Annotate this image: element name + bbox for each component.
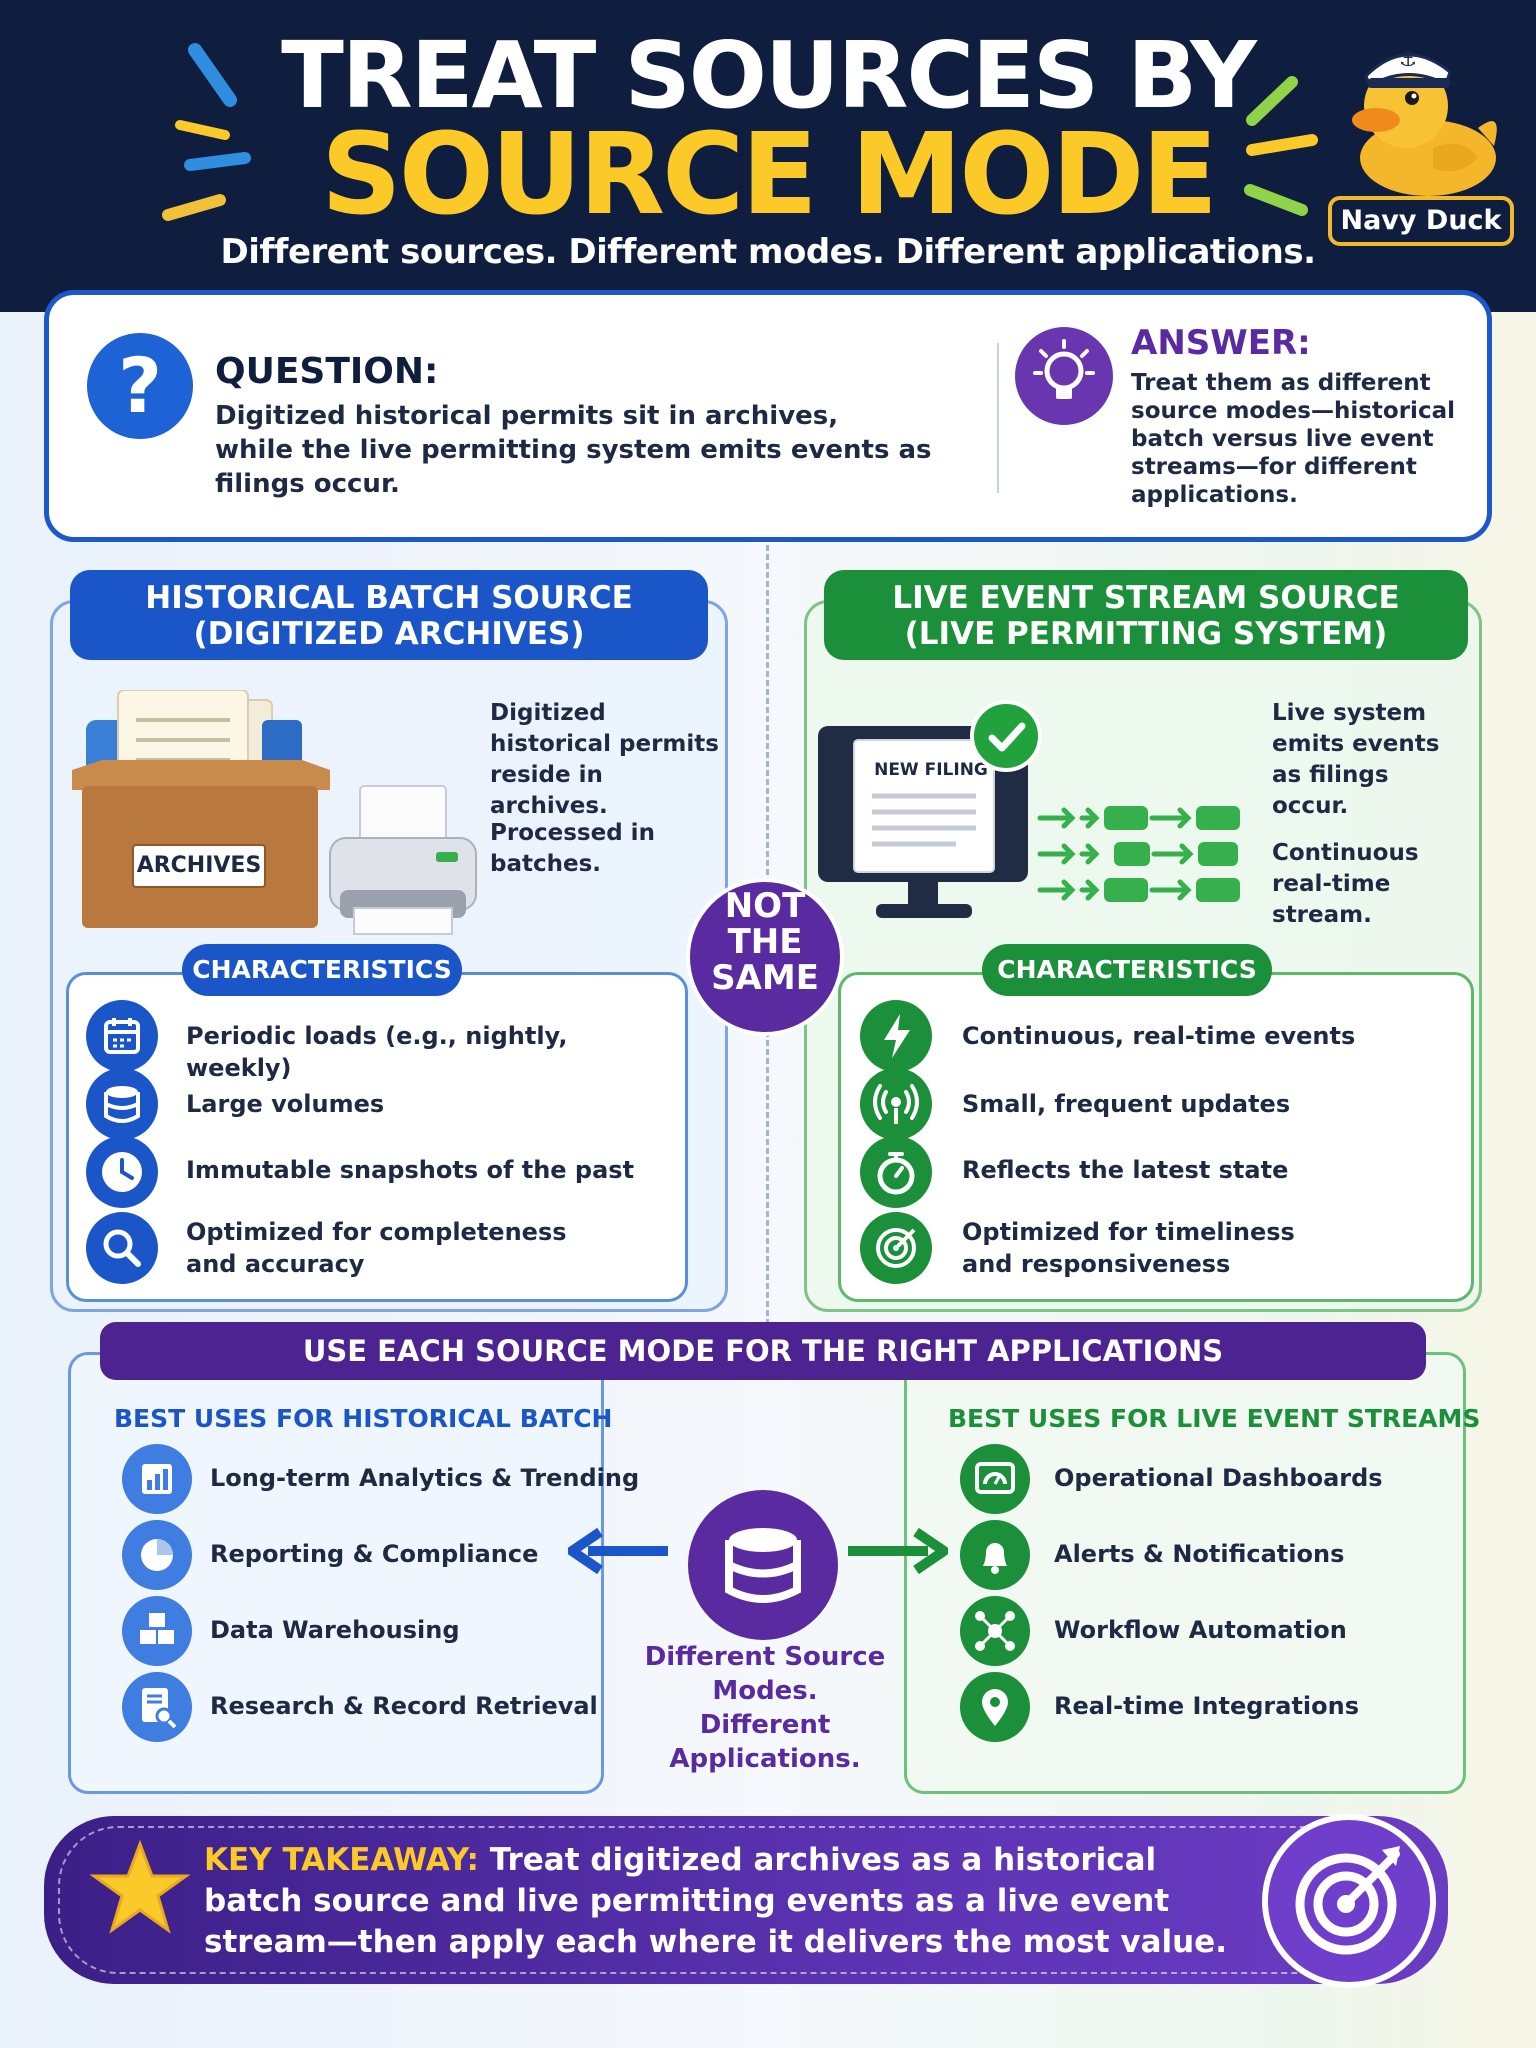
historical-use-3: Data Warehousing xyxy=(210,1616,460,1644)
center-caption-line-2: Modes. xyxy=(712,1676,818,1706)
pie-chart-icon xyxy=(122,1520,192,1590)
historical-desc-2: Processed in batches. xyxy=(490,820,655,877)
live-characteristic-3: Reflects the latest state xyxy=(962,1156,1289,1184)
star-icon xyxy=(90,1839,190,1934)
historical-source-header: HISTORICAL BATCH SOURCE (DIGITIZED ARCHI… xyxy=(70,570,708,660)
broadcast-icon xyxy=(860,1068,932,1140)
live-characteristic-2: Small, frequent updates xyxy=(962,1090,1291,1118)
monitor-icon xyxy=(818,726,1028,918)
live-uses-heading: BEST USES FOR LIVE EVENT STREAMS xyxy=(948,1404,1481,1433)
center-database-icon xyxy=(688,1490,838,1640)
title-line-1: TREAT SOURCES BY xyxy=(281,22,1257,129)
question-line-2: while the live permitting system emits e… xyxy=(215,435,932,499)
document-search-icon xyxy=(122,1672,192,1742)
question-answer-panel: ? QUESTION: Digitized historical permits… xyxy=(44,290,1492,542)
calendar-icon xyxy=(86,1000,158,1072)
live-header-line-2: (LIVE PERMITTING SYSTEM) xyxy=(904,616,1388,652)
live-characteristic-4: Optimized for timeliness and responsiven… xyxy=(962,1218,1295,1278)
archive-box-icon xyxy=(72,690,330,928)
live-use-1: Operational Dashboards xyxy=(1054,1464,1383,1492)
burst-lines-left-icon xyxy=(162,43,251,221)
question-heading: QUESTION: xyxy=(215,351,439,392)
historical-header-line-2: (DIGITIZED ARCHIVES) xyxy=(193,616,585,652)
not-same-word-1: NOT xyxy=(724,886,806,926)
live-use-3: Workflow Automation xyxy=(1054,1616,1347,1644)
answer-text: Treat them as different source modes—his… xyxy=(1131,370,1455,508)
question-text: Digitized historical permits sit in arch… xyxy=(215,399,995,501)
key-takeaway-panel xyxy=(44,1816,1448,1984)
bar-chart-icon xyxy=(122,1444,192,1514)
question-mark-icon: ? xyxy=(87,333,193,439)
historical-desc-1: Digitized historical permits reside in a… xyxy=(490,700,719,819)
live-characteristics-box xyxy=(838,972,1474,1302)
live-desc-1: Live system emits events as filings occu… xyxy=(1272,700,1440,819)
header-banner: TREAT SOURCES BY SOURCE MODE Different s… xyxy=(0,0,1536,312)
live-use-2: Alerts & Notifications xyxy=(1054,1540,1345,1568)
lightning-icon xyxy=(860,1000,932,1072)
historical-header-line-1: HISTORICAL BATCH SOURCE xyxy=(145,580,633,616)
historical-characteristic-2: Large volumes xyxy=(186,1090,385,1118)
not-the-same-badge: NOT THE SAME xyxy=(686,878,844,1036)
bell-icon xyxy=(960,1520,1030,1590)
takeaway-target-icon xyxy=(1262,1814,1436,1988)
monitor-screen-label: NEW FILING xyxy=(874,760,988,780)
archive-box-label: ARCHIVES xyxy=(132,844,266,888)
center-caption-line-4: Applications. xyxy=(669,1744,861,1774)
live-use-4: Real-time Integrations xyxy=(1054,1692,1360,1720)
location-pin-icon xyxy=(960,1672,1030,1742)
event-stream-arrows-icon xyxy=(1037,806,1240,902)
historical-characteristic-3: Immutable snapshots of the past xyxy=(186,1156,635,1184)
network-icon xyxy=(960,1596,1030,1666)
title-line-2: SOURCE MODE xyxy=(321,110,1218,240)
not-same-word-2: THE xyxy=(727,922,803,962)
burst-lines-right-icon xyxy=(1244,76,1318,216)
panel-divider xyxy=(997,343,999,493)
historical-uses-heading: BEST USES FOR HISTORICAL BATCH xyxy=(114,1404,613,1433)
live-characteristics-label: CHARACTERISTICS xyxy=(982,944,1272,996)
arrow-left-icon xyxy=(568,1528,668,1574)
live-desc-2: Continuous real-time stream. xyxy=(1272,840,1419,928)
historical-use-2: Reporting & Compliance xyxy=(210,1540,539,1568)
subtitle: Different sources. Different modes. Diff… xyxy=(220,232,1316,272)
navy-duck-mascot: ⚓ Navy Duck xyxy=(1328,28,1514,246)
magnifier-icon xyxy=(86,1212,158,1284)
center-caption-line-1: Different Source xyxy=(644,1642,886,1672)
stopwatch-icon xyxy=(860,1136,932,1208)
database-icon xyxy=(86,1068,158,1140)
takeaway-body: Treat digitized archives as a historical… xyxy=(204,1842,1227,1960)
live-header-line-1: LIVE EVENT STREAM SOURCE xyxy=(892,580,1400,616)
live-characteristic-1: Continuous, real-time events xyxy=(962,1022,1356,1050)
boxes-icon xyxy=(122,1596,192,1666)
takeaway-text: KEY TAKEAWAY: Treat digitized archives a… xyxy=(204,1840,1254,1963)
duck-icon: ⚓ xyxy=(1352,47,1497,196)
live-source-header: LIVE EVENT STREAM SOURCE (LIVE PERMITTIN… xyxy=(824,570,1468,660)
historical-characteristics-label: CHARACTERISTICS xyxy=(182,944,462,996)
uses-banner: USE EACH SOURCE MODE FOR THE RIGHT APPLI… xyxy=(100,1322,1426,1380)
mascot-label: Navy Duck xyxy=(1328,196,1514,246)
historical-characteristic-1: Periodic loads (e.g., nightly, weekly) xyxy=(186,1022,568,1082)
takeaway-key-label: KEY TAKEAWAY: xyxy=(204,1842,479,1878)
answer-heading: ANSWER: xyxy=(1131,323,1311,363)
arrow-right-icon xyxy=(848,1528,948,1574)
center-caption-line-3: Different xyxy=(699,1710,831,1740)
svg-text:⚓: ⚓ xyxy=(1399,47,1417,71)
question-line-1: Digitized historical permits sit in arch… xyxy=(215,401,839,431)
lightbulb-icon xyxy=(1015,327,1113,425)
clock-icon xyxy=(86,1136,158,1208)
printer-icon xyxy=(329,785,477,935)
target-icon xyxy=(860,1212,932,1284)
dashboard-icon xyxy=(960,1444,1030,1514)
not-same-word-3: SAME xyxy=(711,958,819,998)
historical-use-1: Long-term Analytics & Trending xyxy=(210,1464,640,1492)
historical-use-4: Research & Record Retrieval xyxy=(210,1692,598,1720)
historical-characteristic-4: Optimized for completeness and accuracy xyxy=(186,1218,567,1278)
center-caption: Different Source Modes. Different Applic… xyxy=(630,1640,900,1776)
checkmark-icon xyxy=(970,700,1042,772)
